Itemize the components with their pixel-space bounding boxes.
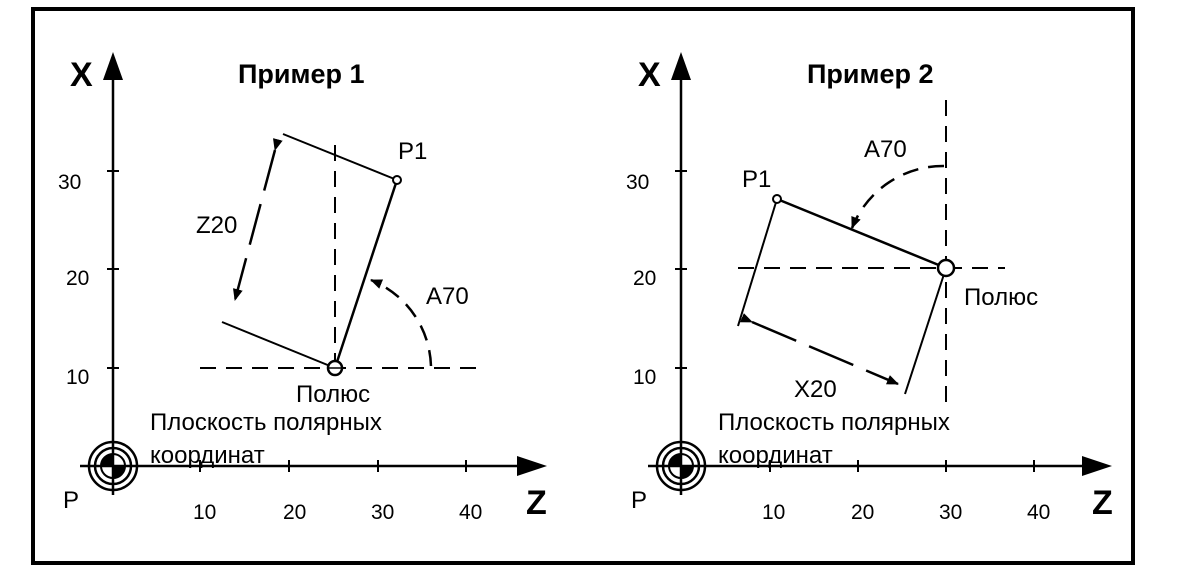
ex2-x-axis-arrow-icon [671, 52, 691, 80]
ex2-axis-x-label: X [638, 56, 661, 94]
ex1-extension-line-lower [221, 321, 336, 369]
ex2-dimension-label: X20 [794, 376, 837, 403]
ex1-axis-x-label: X [70, 56, 93, 94]
ex1-point-p1-marker-icon [392, 175, 402, 185]
ex1-z-tick-label: 10 [193, 501, 216, 524]
ex2-x-tick-label: 20 [633, 267, 656, 290]
ex2-origin-symbol-icon [655, 440, 707, 492]
ex1-plane-label-line2: координат [150, 442, 265, 469]
ex1-angle-arc-a70 [370, 278, 433, 367]
ex2-x-tick-label: 10 [633, 366, 656, 389]
ex1-point-label: P1 [398, 138, 427, 165]
ex2-z-tick-label: 10 [762, 501, 785, 524]
ex2-z-tick-label: 40 [1027, 501, 1050, 524]
ex1-axis-z-label: Z [526, 484, 547, 522]
ex2-title: Пример 2 [807, 59, 934, 89]
ex1-x-tick-label: 10 [66, 366, 89, 389]
ex1-z-tick-label: 30 [371, 501, 394, 524]
ex2-plane-label-line1: Плоскость полярных [718, 409, 950, 436]
ex2-point-p1-marker-icon [772, 194, 782, 204]
ex2-radius-line [776, 197, 947, 270]
ex1-z-axis-arrow-icon [517, 456, 547, 476]
ex1-radius-line [333, 179, 399, 369]
ex1-dimension-line-z20 [233, 138, 283, 301]
ex2-angle-label: A70 [864, 136, 907, 163]
ex1-pole-label: Полюс [296, 381, 370, 408]
ex1-origin-symbol-icon [87, 440, 139, 492]
ex2-axis-z-label: Z [1092, 484, 1113, 522]
ex1-x-tick-label: 20 [66, 267, 89, 290]
ex1-plane-label-line1: Плоскость полярных [150, 409, 382, 436]
outer-frame [31, 7, 1135, 565]
ex1-z-tick-label: 20 [283, 501, 306, 524]
example-2: X Z P Пример 2 10 20 30 10 20 30 40 [626, 52, 1113, 524]
example-1: X Z P Пример 1 10 20 30 10 20 30 40 [58, 52, 547, 524]
ex1-dimension-label: Z20 [196, 212, 237, 239]
ex1-extension-line-upper [282, 133, 398, 181]
ex2-z-tick-label: 20 [851, 501, 874, 524]
ex2-pole-marker-icon [936, 258, 956, 278]
ex2-angle-arc-a70 [850, 164, 945, 229]
ex2-dimension-line-x20 [739, 313, 899, 386]
ex2-pole-label: Полюс [964, 284, 1038, 311]
ex2-x-tick-label: 30 [626, 171, 649, 194]
ex1-x-tick-label: 30 [58, 171, 81, 194]
ex2-extension-line-left [737, 198, 778, 327]
ex2-plane-label-line2: координат [718, 442, 833, 469]
ex2-point-label: P1 [742, 166, 771, 193]
ex1-z-tick-label: 40 [459, 501, 482, 524]
ex2-z-tick-label: 30 [939, 501, 962, 524]
ex1-x-axis-arrow-icon [103, 52, 123, 80]
ex1-title: Пример 1 [238, 59, 365, 89]
ex1-angle-label: A70 [426, 283, 469, 310]
ex2-z-axis-arrow-icon [1082, 456, 1112, 476]
ex2-extension-line-right [904, 267, 947, 395]
ex2-origin-label: P [631, 487, 647, 514]
ex1-origin-label: P [63, 487, 79, 514]
